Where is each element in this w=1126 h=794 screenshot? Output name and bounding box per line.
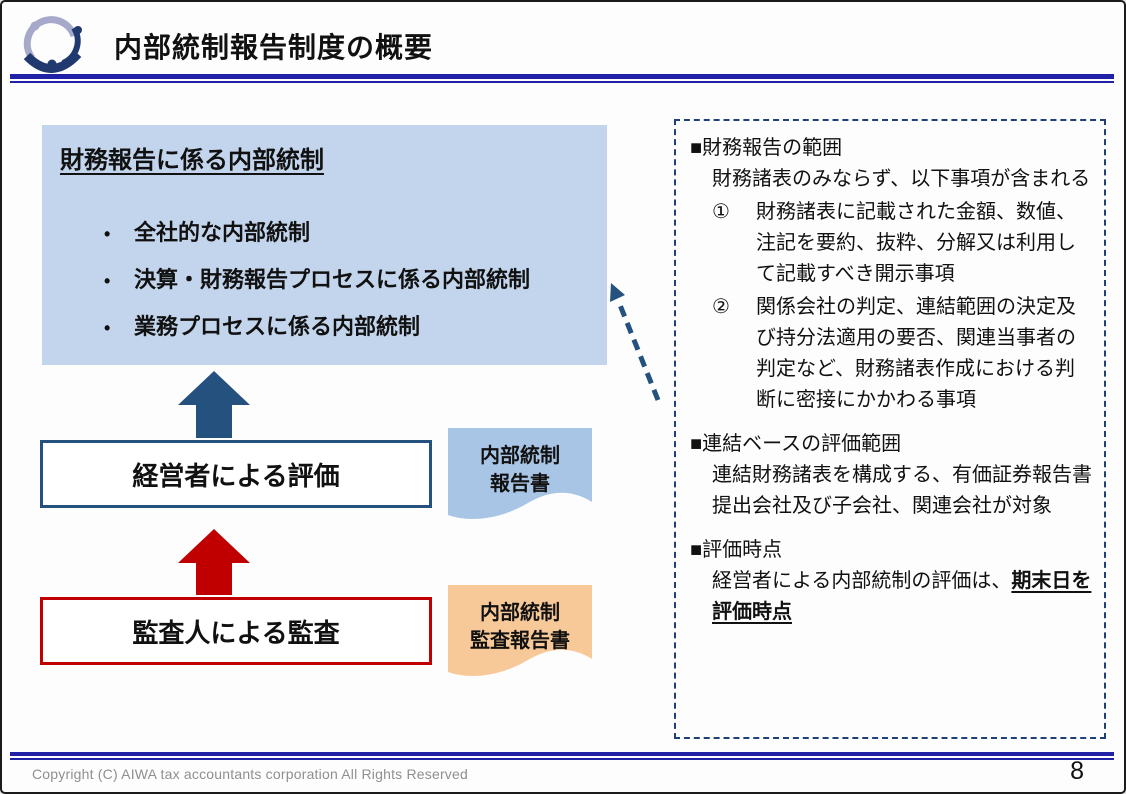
audit-doc-line1: 内部統制: [480, 602, 560, 624]
footer-divider: [10, 752, 1114, 760]
report-doc-line2: 報告書: [490, 473, 550, 495]
financial-reporting-control-box: 財務報告に係る内部統制 • 全社的な内部統制 • 決算・財務報告プロセスに係る内…: [42, 125, 607, 365]
auditor-audit-label: 監査人による監査: [132, 617, 340, 648]
bullet-icon: •: [104, 224, 111, 244]
auditor-audit-box: 監査人による監査: [40, 597, 432, 665]
item-text: 財務諸表に記載された金額、数値、注記を要約、抜粋、分解又は利用して記載すべき開示…: [756, 201, 1076, 285]
notes-panel: ■財務報告の範囲 財務諸表のみならず、以下事項が含まれる ① 財務諸表に記載され…: [674, 119, 1106, 739]
bullet-text: 全社的な内部統制: [134, 220, 311, 245]
item-text: 関係会社の判定、連結範囲の決定及び持分法適用の要否、関連当事者の判定など、財務諸…: [756, 296, 1076, 411]
item-number: ②: [712, 296, 730, 318]
document-shape-blue-icon: [448, 428, 592, 519]
note-body: 財務諸表のみならず、以下事項が含まれる: [712, 168, 1091, 190]
note-numbered-item: ① 財務諸表に記載された金額、数値、注記を要約、抜粋、分解又は利用して記載すべき…: [712, 197, 1092, 290]
bullet-icon: •: [104, 271, 111, 291]
bullet-icon: •: [104, 318, 111, 338]
dashed-connector-arrow-icon: [610, 283, 661, 401]
bullet-item: • 決算・財務報告プロセスに係る内部統制: [104, 262, 589, 294]
page-title: 内部統制報告制度の概要: [114, 32, 434, 63]
audit-doc-line2: 監査報告書: [470, 630, 570, 652]
main-box-bullet-list: • 全社的な内部統制 • 決算・財務報告プロセスに係る内部統制 • 業務プロセス…: [60, 215, 589, 341]
up-arrow-blue-icon: [178, 371, 250, 438]
audit-report-doc: 内部統制 監査報告書: [448, 585, 592, 685]
report-doc-line1: 内部統制: [480, 445, 560, 467]
note-section-financial-scope: ■財務報告の範囲 財務諸表のみならず、以下事項が含まれる ① 財務諸表に記載され…: [690, 133, 1092, 416]
main-box-title: 財務報告に係る内部統制: [60, 147, 324, 174]
manager-evaluation-box: 経営者による評価: [40, 440, 432, 508]
note-numbered-item: ② 関係会社の判定、連結範囲の決定及び持分法適用の要否、関連当事者の判定など、財…: [712, 292, 1092, 416]
internal-control-report-doc: 内部統制 報告書: [448, 428, 592, 528]
header-divider: [10, 74, 1114, 83]
document-shape-orange-icon: [448, 585, 592, 676]
up-arrow-red-icon: [178, 529, 250, 595]
note-body: 連結財務諸表を構成する、有価証券報告書提出会社及び子会社、関連会社が対象: [712, 464, 1092, 517]
note-body: 経営者による内部統制の評価は、期末日を評価時点: [712, 566, 1092, 628]
copyright-text: Copyright (C) AIWA tax accountants corpo…: [32, 766, 468, 782]
bullet-item: • 全社的な内部統制: [104, 215, 589, 247]
bullet-text: 決算・財務報告プロセスに係る内部統制: [134, 267, 531, 292]
note-heading: ■評価時点: [690, 539, 783, 561]
note-section-evaluation-timing: ■評価時点 経営者による内部統制の評価は、期末日を評価時点: [690, 535, 1092, 628]
manager-evaluation-label: 経営者による評価: [132, 460, 340, 491]
company-logo-icon: [16, 6, 88, 78]
note-section-consolidated-scope: ■連結ベースの評価範囲 連結財務諸表を構成する、有価証券報告書提出会社及び子会社…: [690, 429, 1092, 522]
bullet-text: 業務プロセスに係る内部統制: [134, 314, 421, 339]
note-body-normal: 経営者による内部統制の評価は、: [712, 570, 1012, 592]
note-heading: ■連結ベースの評価範囲: [690, 433, 902, 455]
bullet-item: • 業務プロセスに係る内部統制: [104, 309, 589, 341]
note-body-emphasis: 期末日を評価時点: [712, 570, 1092, 623]
page-number: 8: [1070, 757, 1084, 785]
item-number: ①: [712, 201, 730, 223]
note-heading: ■財務報告の範囲: [690, 137, 843, 159]
